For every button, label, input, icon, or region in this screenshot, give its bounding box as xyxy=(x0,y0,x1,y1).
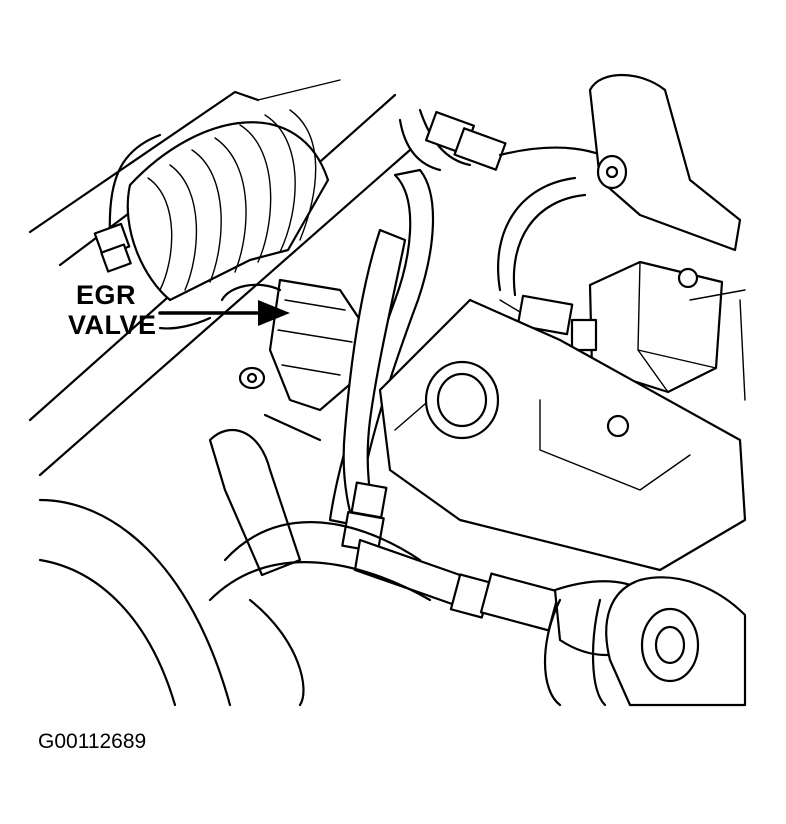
lower-hoses xyxy=(208,413,432,602)
upper-connectors xyxy=(424,110,622,171)
figure-id: G00112689 xyxy=(38,730,147,753)
egr-solenoid xyxy=(499,260,724,394)
fan-shroud xyxy=(38,498,305,707)
corrugated-intake-hose xyxy=(126,109,330,302)
egr-label-line2: VALVE xyxy=(68,310,157,340)
egr-label-line1: EGR xyxy=(76,280,137,310)
upper-right-bracket xyxy=(588,73,742,252)
egr-valve-body xyxy=(220,278,362,412)
lower-right-bracket xyxy=(544,576,747,707)
valve-cover xyxy=(378,289,747,572)
vacuum-line-left xyxy=(93,133,162,273)
vacuum-hose-right xyxy=(497,176,587,297)
callout-arrow xyxy=(158,300,290,330)
